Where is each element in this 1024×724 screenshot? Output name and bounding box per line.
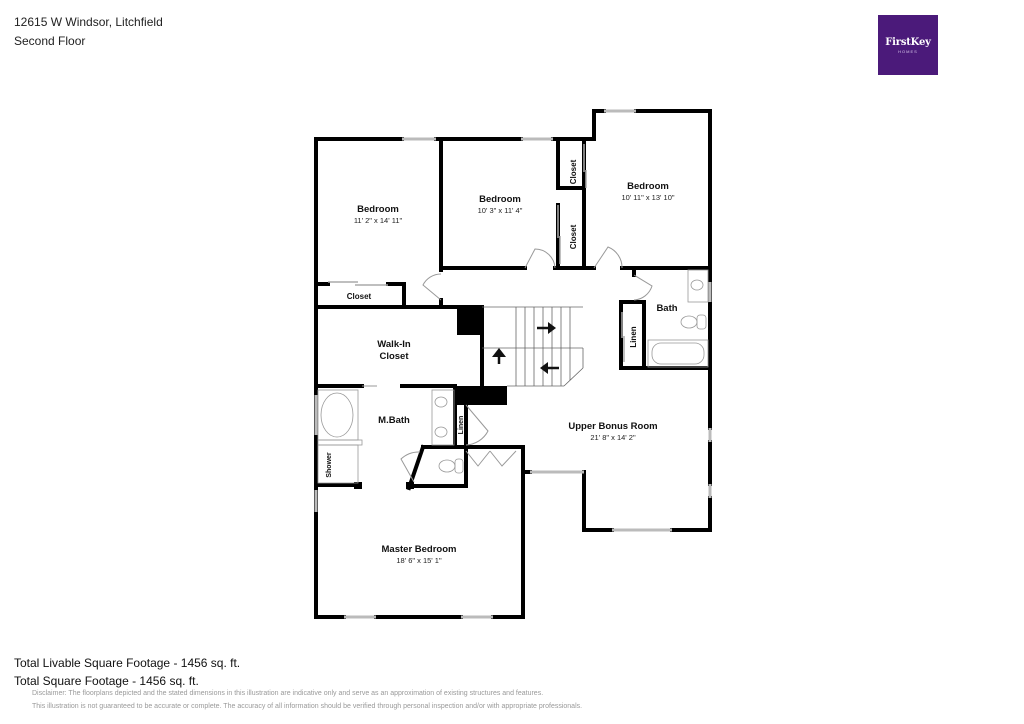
bonus-room-name: Upper Bonus Room [568, 421, 657, 432]
stair-arrows [492, 322, 559, 374]
floor-label: Second Floor [14, 34, 86, 48]
bath-label: Bath [656, 303, 677, 314]
disclaimer-line-1: Disclaimer: The floorplans depicted and … [32, 690, 544, 697]
shower-label: Shower [326, 452, 333, 478]
disclaimer-line-2: This illustration is not guaranteed to b… [32, 703, 583, 710]
firstkey-logo: FirstKey HOMES [878, 15, 938, 75]
linen-bath-label: Linen [629, 326, 638, 347]
bonus-room-dims: 21' 8" x 14' 2" [590, 433, 636, 442]
room-labels: Bedroom 11' 2" x 14' 11" Bedroom 10' 3" … [326, 159, 678, 565]
walkin-label-1: Walk-In [377, 339, 411, 350]
walls [314, 109, 712, 619]
door-swings [362, 246, 653, 483]
windows [314, 109, 712, 619]
logo-sub: HOMES [898, 48, 918, 54]
bedroom3-dims: 10' 11" x 13' 10" [621, 193, 674, 202]
sliding-doors [328, 144, 625, 362]
bedroom1-dims: 11' 2" x 14' 11" [354, 216, 403, 225]
bedroom2-dims: 10' 3" x 11' 4" [478, 206, 523, 215]
closet-bedroom2-label: Closet [569, 224, 578, 249]
master-bedroom-dims: 18' 6" x 15' 1" [396, 556, 442, 565]
walkin-label-2: Closet [379, 351, 409, 362]
livable-sqft: Total Livable Square Footage - 1456 sq. … [14, 656, 241, 670]
mbath-label: M.Bath [378, 415, 410, 426]
address-title: 12615 W Windsor, Litchfield [14, 15, 163, 29]
bedroom3-name: Bedroom [627, 181, 669, 192]
linen-mbath-label: Linen [458, 416, 465, 435]
logo-brand: FirstKey [885, 36, 931, 48]
fixtures [317, 269, 709, 484]
master-bedroom-name: Master Bedroom [382, 544, 457, 555]
bedroom2-name: Bedroom [479, 194, 521, 205]
staircase[interactable] [482, 306, 584, 387]
structural-blocks [354, 307, 507, 489]
total-sqft: Total Square Footage - 1456 sq. ft. [14, 674, 199, 688]
bedroom1-name: Bedroom [357, 204, 399, 215]
closet-bedroom1-label: Closet [347, 292, 372, 301]
closet-bedroom3-label: Closet [569, 159, 578, 184]
